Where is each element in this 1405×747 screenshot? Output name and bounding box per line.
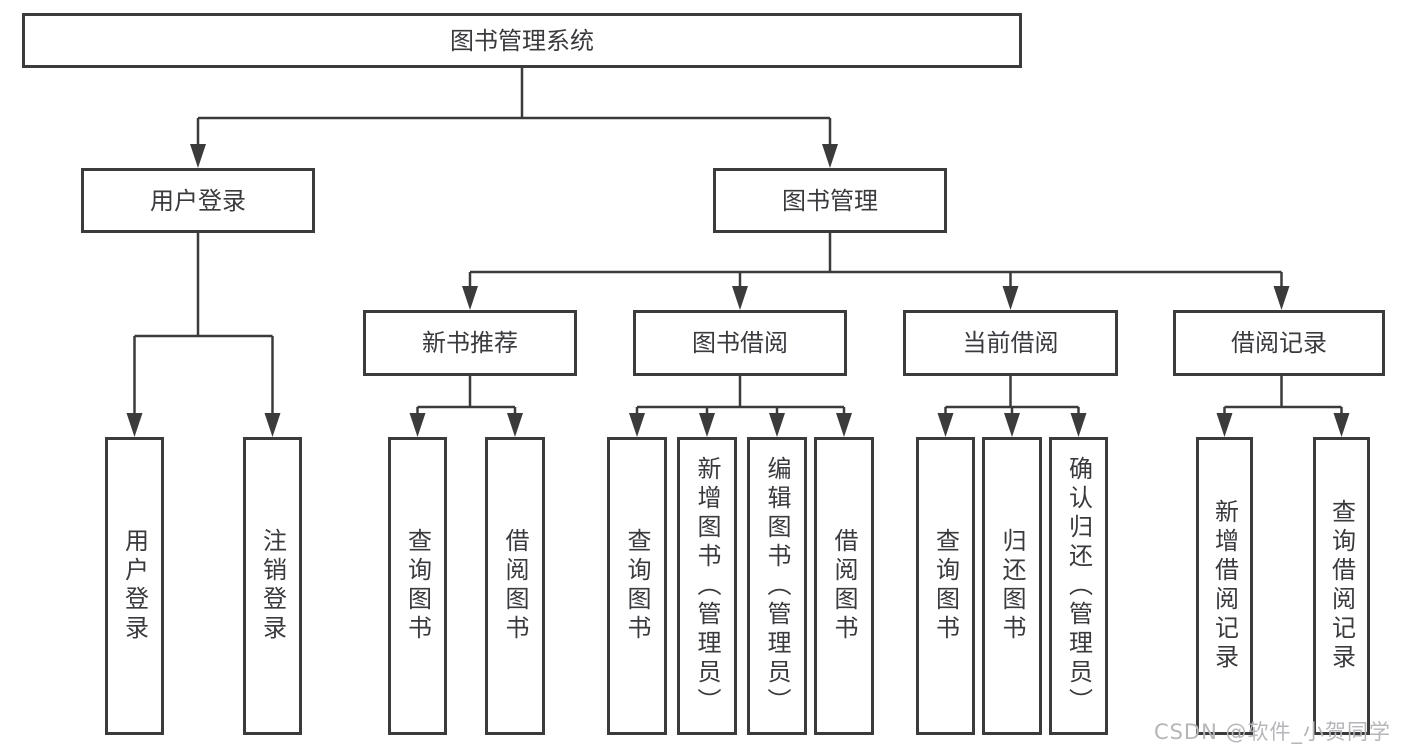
leaf-user-login: 用户登录 <box>105 437 164 735</box>
edge-new-book-recommend-to-leaves <box>409 376 523 437</box>
leaf-edit-books-admin: 编辑图书（管理员） <box>747 437 807 735</box>
arrowhead <box>769 413 785 437</box>
arrowhead <box>126 413 143 437</box>
leaf-borrow-books: 借阅图书 <box>814 437 874 735</box>
arrowhead <box>264 413 281 437</box>
arrowhead <box>462 286 478 310</box>
leaf-add-borrow-record: 新增借阅记录 <box>1196 437 1253 735</box>
arrowhead <box>822 144 838 168</box>
leaf-query-borrow-record: 查询借阅记录 <box>1313 437 1370 735</box>
leaf-query-books: 查询图书 <box>388 437 447 735</box>
node-new-book-recommend: 新书推荐 <box>363 310 577 376</box>
arrowhead <box>732 286 748 310</box>
leaf-add-books-admin: 新增图书（管理员） <box>677 437 737 735</box>
node-book-borrow: 图书借阅 <box>633 310 847 376</box>
arrowhead <box>629 413 645 437</box>
leaf-query-books: 查询图书 <box>916 437 975 735</box>
arrowhead <box>507 413 523 437</box>
arrowhead <box>1002 286 1019 310</box>
edge-book-borrow-to-leaves <box>629 376 852 437</box>
arrowhead <box>409 413 426 437</box>
arrowhead <box>699 413 715 437</box>
edge-user-login-to-leaves <box>126 233 281 437</box>
csdn-watermark: CSDN @软件_小贺同学 <box>1153 720 1391 744</box>
arrowhead <box>836 413 852 437</box>
edge-current-borrow-to-leaves <box>937 376 1087 437</box>
arrowhead <box>937 413 954 437</box>
node-library-management-system: 图书管理系统 <box>22 13 1022 68</box>
node-book-management: 图书管理 <box>713 168 947 233</box>
leaf-logout: 注销登录 <box>243 437 302 735</box>
node-user-login: 用户登录 <box>81 168 315 233</box>
leaf-return-books: 归还图书 <box>982 437 1042 735</box>
edge-borrow-records-to-leaves <box>1216 376 1350 437</box>
arrowhead <box>1070 413 1087 437</box>
arrowhead <box>1004 413 1020 437</box>
arrowhead <box>1216 413 1233 437</box>
arrowhead <box>190 144 206 168</box>
arrowhead <box>1333 413 1350 437</box>
node-borrow-records: 借阅记录 <box>1173 310 1385 376</box>
leaf-query-books: 查询图书 <box>607 437 667 735</box>
leaf-confirm-return-admin: 确认归还（管理员） <box>1049 437 1108 735</box>
edge-book-management-to-level3 <box>462 233 1290 310</box>
node-current-borrow: 当前借阅 <box>903 310 1118 376</box>
arrowhead <box>1273 286 1290 310</box>
leaf-borrow-books: 借阅图书 <box>485 437 545 735</box>
edge-root-to-level2 <box>190 68 838 168</box>
